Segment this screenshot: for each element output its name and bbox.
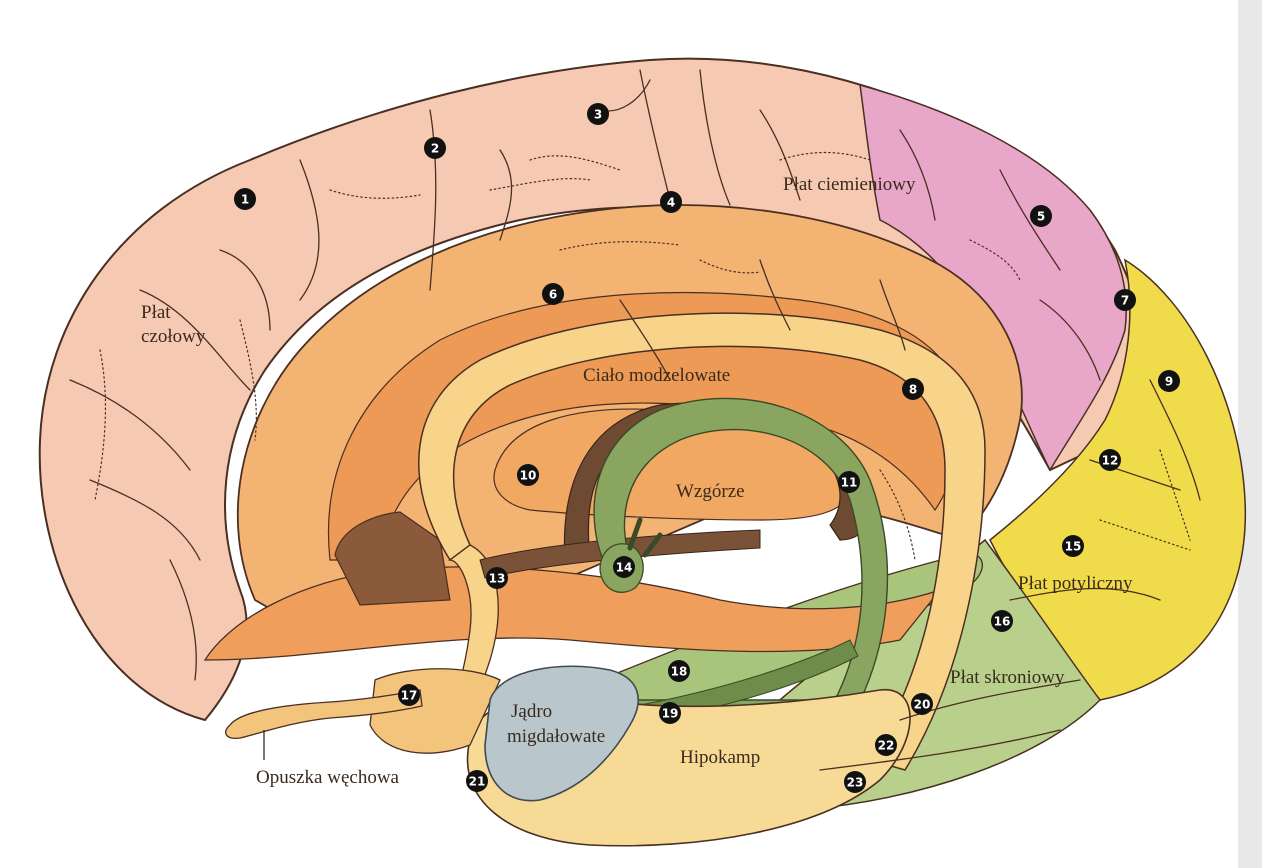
svg-text:13: 13 bbox=[489, 572, 506, 586]
marker-22: 22 bbox=[875, 734, 897, 756]
svg-text:9: 9 bbox=[1165, 375, 1173, 389]
svg-text:7: 7 bbox=[1121, 294, 1129, 308]
marker-8: 8 bbox=[902, 378, 924, 400]
page-edge bbox=[1238, 0, 1262, 868]
marker-17: 17 bbox=[398, 684, 420, 706]
marker-3: 3 bbox=[587, 103, 609, 125]
marker-10: 10 bbox=[517, 464, 539, 486]
svg-text:6: 6 bbox=[549, 288, 557, 302]
svg-text:2: 2 bbox=[431, 142, 439, 156]
svg-text:15: 15 bbox=[1065, 540, 1082, 554]
marker-11: 11 bbox=[838, 471, 860, 493]
svg-text:16: 16 bbox=[994, 615, 1011, 629]
svg-text:5: 5 bbox=[1037, 210, 1045, 224]
svg-text:14: 14 bbox=[616, 561, 633, 575]
marker-4: 4 bbox=[660, 191, 682, 213]
label-corpus-callosum: Ciało modzelowate bbox=[583, 365, 730, 386]
marker-2: 2 bbox=[424, 137, 446, 159]
marker-7: 7 bbox=[1114, 289, 1136, 311]
svg-text:18: 18 bbox=[671, 665, 688, 679]
svg-text:20: 20 bbox=[914, 698, 931, 712]
marker-21: 21 bbox=[466, 770, 488, 792]
svg-text:4: 4 bbox=[667, 196, 675, 210]
label-frontal-lobe-line1: Płat bbox=[141, 302, 171, 323]
svg-text:1: 1 bbox=[241, 193, 249, 207]
label-amygdala-line1: Jądro bbox=[511, 701, 552, 722]
marker-6: 6 bbox=[542, 283, 564, 305]
label-parietal-lobe: Płat ciemieniowy bbox=[783, 174, 916, 195]
marker-14: 14 bbox=[613, 556, 635, 578]
svg-text:22: 22 bbox=[878, 739, 895, 753]
label-frontal-lobe-line2: czołowy bbox=[141, 326, 206, 347]
label-thalamus: Wzgórze bbox=[676, 481, 745, 502]
svg-text:19: 19 bbox=[662, 707, 679, 721]
svg-text:10: 10 bbox=[520, 469, 537, 483]
svg-text:23: 23 bbox=[847, 776, 864, 790]
marker-13: 13 bbox=[486, 567, 508, 589]
svg-text:12: 12 bbox=[1102, 454, 1119, 468]
svg-text:11: 11 bbox=[841, 476, 858, 490]
marker-5: 5 bbox=[1030, 205, 1052, 227]
svg-text:8: 8 bbox=[909, 383, 917, 397]
marker-12: 12 bbox=[1099, 449, 1121, 471]
label-olfactory-bulb: Opuszka węchowa bbox=[256, 767, 400, 788]
label-amygdala-line2: migdałowate bbox=[507, 726, 605, 747]
label-temporal-lobe: Płat skroniowy bbox=[950, 667, 1065, 688]
marker-9: 9 bbox=[1158, 370, 1180, 392]
label-hippocampus: Hipokamp bbox=[680, 747, 760, 768]
marker-18: 18 bbox=[668, 660, 690, 682]
marker-23: 23 bbox=[844, 771, 866, 793]
svg-text:21: 21 bbox=[469, 775, 486, 789]
marker-1: 1 bbox=[234, 188, 256, 210]
marker-19: 19 bbox=[659, 702, 681, 724]
label-occipital-lobe: Płat potyliczny bbox=[1018, 573, 1133, 594]
svg-text:17: 17 bbox=[401, 689, 418, 703]
svg-text:3: 3 bbox=[594, 108, 602, 122]
marker-20: 20 bbox=[911, 693, 933, 715]
marker-15: 15 bbox=[1062, 535, 1084, 557]
marker-16: 16 bbox=[991, 610, 1013, 632]
